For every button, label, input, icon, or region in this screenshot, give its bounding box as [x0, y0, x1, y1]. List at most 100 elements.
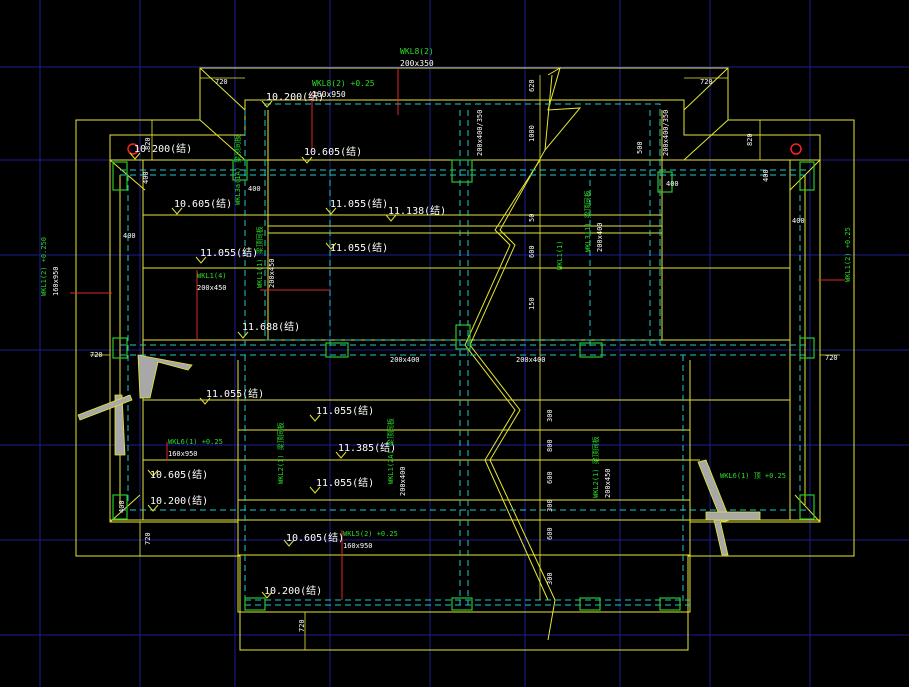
- dim-400-6: 400: [792, 217, 805, 225]
- elev-8: 11.055(结): [200, 246, 258, 259]
- label-wkl8-size: 200x350: [400, 59, 434, 68]
- elev-16: 10.605(结): [286, 531, 344, 544]
- column-c-top: [451, 159, 473, 183]
- dimension-lines: [90, 75, 840, 650]
- dim-200x400b: 200x400: [516, 356, 546, 364]
- elev-5: 11.055(结): [330, 197, 388, 210]
- column-t1: [232, 159, 248, 181]
- dim-500: 500: [636, 141, 644, 154]
- dim-720-l: 720: [90, 351, 103, 359]
- dim-1000: 1000: [528, 125, 536, 142]
- dim-600a: 600: [528, 245, 536, 258]
- dim-400-3: 400: [123, 232, 136, 240]
- dim-720-tl: 720: [215, 78, 228, 86]
- dim-300b: 300: [546, 499, 554, 512]
- label-wkl1-4-size: 200x450: [197, 284, 227, 292]
- dim-50a: 50: [528, 214, 536, 222]
- dim-400-7: 400: [118, 500, 126, 513]
- label-wkl6-left-size: 160x950: [168, 450, 198, 458]
- dim-200x400-350: 200x400/350: [476, 110, 484, 156]
- label-wkl1-left: WKL1(2) +0.250: [40, 237, 48, 296]
- dim-820-r: 820: [746, 133, 754, 146]
- column-br: [799, 494, 815, 520]
- dim-620: 620: [528, 79, 536, 92]
- dim-300a: 300: [546, 409, 554, 422]
- column-bl: [112, 494, 128, 520]
- column-m2: [579, 342, 603, 358]
- elev-11: 11.055(结): [316, 404, 374, 417]
- label-wkl5: WKL5(2) +0.25: [343, 530, 398, 538]
- column-m1: [325, 342, 349, 358]
- label-wkl-v3: WKL2(1) 梁顶同板: [276, 422, 285, 484]
- elevation-markers: [129, 100, 397, 599]
- label-wkl8: WKL8(2): [400, 47, 434, 56]
- label-wkl6-right: WKL6(1) 顶 +0.25: [720, 472, 786, 480]
- elev-2: 10.200(结): [134, 142, 192, 155]
- dim-800: 800: [546, 439, 554, 452]
- column-r1: [657, 171, 673, 193]
- column-mr: [799, 337, 815, 359]
- column-b4: [244, 597, 266, 611]
- elev-1: 10.200(结): [266, 90, 324, 103]
- elev-14: 10.605(结): [150, 468, 208, 481]
- label-wkl-v4: WKL1(2A) 梁顶同板: [386, 418, 395, 484]
- dim-200x400: 200x400: [390, 356, 420, 364]
- elev-3: 10.605(结): [304, 145, 362, 158]
- dim-400-2: 400: [248, 185, 261, 193]
- elev-7: 11.055(结): [330, 241, 388, 254]
- dim-820-l: 820: [144, 137, 152, 150]
- label-wkl-v2: WKL1(1) 梁顶同板: [255, 226, 264, 288]
- dim-150: 150: [528, 297, 536, 310]
- elev-6: 11.138(结): [388, 204, 446, 217]
- column-tr: [799, 161, 815, 191]
- dim-720-bl: 720: [144, 532, 152, 545]
- column-b3: [659, 597, 681, 611]
- column-tl: [112, 161, 128, 191]
- dim-200x450: 200x450: [268, 258, 276, 288]
- marker-circle-right: [790, 143, 802, 155]
- label-wkl-v6: WKL1(1): [556, 240, 564, 270]
- label-wkl-v7: WKL2(1) 梁顶同板: [591, 436, 600, 498]
- dim-200x400-350b: 200x400/350: [662, 110, 670, 156]
- dim-200x450b: 200x450: [604, 468, 612, 498]
- column-c-mid: [455, 324, 471, 350]
- label-wkl6-left: WKL6(1) +0.25: [168, 438, 223, 446]
- dim-400-5: 400: [762, 169, 770, 182]
- label-wkl1-left-size: 160x950: [52, 266, 60, 296]
- elev-12: 11.385(结): [338, 441, 396, 454]
- dim-720-tr: 720: [700, 78, 713, 86]
- dim-600d: 600: [546, 527, 554, 540]
- columns: [112, 159, 815, 611]
- dim-200x400v: 200x400: [596, 222, 604, 252]
- dim-200x400c: 200x400: [399, 466, 407, 496]
- label-wkl-v1: WKL3a(1A) 梁顶同板: [233, 135, 242, 205]
- dim-720-b: 720: [298, 619, 306, 632]
- column-b2: [579, 597, 601, 611]
- label-wkl8b: WKL8(2) +0.25: [312, 79, 375, 88]
- elev-13: 11.055(结): [316, 476, 374, 489]
- column-b1: [451, 597, 473, 611]
- column-ml: [112, 337, 128, 359]
- building-outline: [75, 66, 855, 651]
- label-wkl-v5: WKL3(1) 梁顶同板: [583, 190, 592, 252]
- dim-400-1: 400: [142, 171, 150, 184]
- label-wkl5-size: 160x950: [343, 542, 373, 550]
- elev-15: 10.200(结): [150, 494, 208, 507]
- hatched-walls: [77, 354, 761, 556]
- label-wkl1-4: WKL1(4): [197, 272, 227, 280]
- label-wkl1-right: WKL1(2) +0.25: [844, 227, 852, 282]
- dim-300c: 300: [546, 572, 554, 585]
- dim-400-4: 400: [666, 180, 679, 188]
- label-wkl8b-size: 160x950: [312, 90, 346, 99]
- marker-circle-left: [127, 143, 139, 155]
- elev-10: 11.055(结): [206, 387, 264, 400]
- leader-lines: [70, 68, 845, 600]
- elev-4: 10.605(结): [174, 197, 232, 210]
- dim-720-r: 720: [825, 354, 838, 362]
- elev-17: 10.200(结): [264, 584, 322, 597]
- dim-600c: 600: [546, 471, 554, 484]
- beam-lines-dashed: [120, 103, 810, 606]
